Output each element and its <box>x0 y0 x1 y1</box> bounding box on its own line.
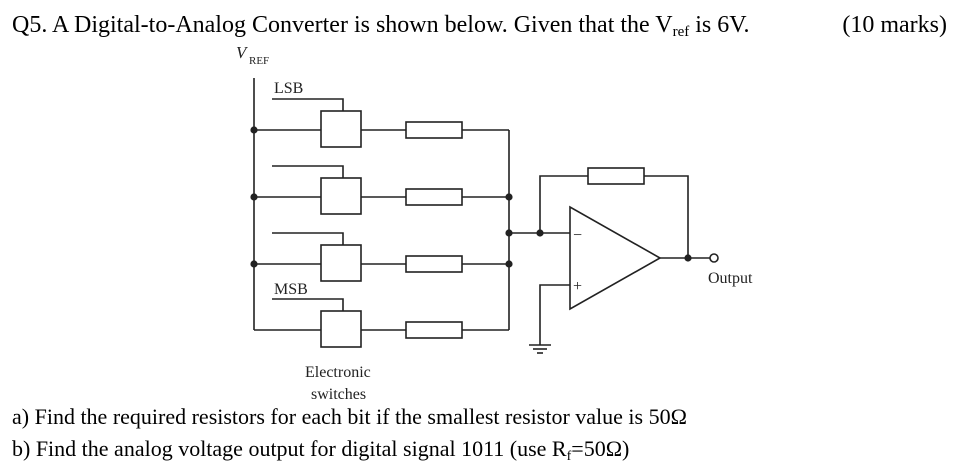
feedback-resistor <box>587 167 645 185</box>
feedback-wire-left <box>539 175 588 233</box>
output-terminal <box>709 253 719 263</box>
electronic-switch-2 <box>320 177 362 215</box>
opamp-inverting-sign: − <box>573 227 582 244</box>
switches-label-line2: switches <box>311 386 366 403</box>
switches-label-line1: Electronic <box>305 364 371 381</box>
op-amp <box>569 205 662 311</box>
marks-label: (10 marks) <box>842 12 947 38</box>
junction-dots <box>250 126 692 268</box>
resistor-2 <box>405 188 463 206</box>
control-line-2 <box>272 165 344 178</box>
vref-subscript: ref <box>672 24 690 40</box>
part-b-text-main: b) Find the analog voltage output for di… <box>12 436 567 461</box>
question-text: Q5. A Digital-to-Analog Converter is sho… <box>12 12 749 41</box>
electronic-switch-3 <box>320 244 362 282</box>
lsb-label: LSB <box>274 80 303 97</box>
resistor-4 <box>405 321 463 339</box>
part-b-text: b) Find the analog voltage output for di… <box>12 436 629 465</box>
vref-label: V <box>236 43 249 62</box>
electronic-switch-4 <box>320 310 362 348</box>
ground-wire <box>539 284 570 345</box>
resistor-3 <box>405 255 463 273</box>
output-label: Output <box>708 270 753 287</box>
question-text-suffix: is 6V. <box>689 12 750 38</box>
feedback-wire-right <box>644 175 689 258</box>
control-line-4 <box>272 298 344 311</box>
rf-subscript: f <box>566 449 572 464</box>
control-line-3 <box>272 232 344 245</box>
question-text-main: Q5. A Digital-to-Analog Converter is sho… <box>12 12 673 38</box>
part-b-text-suffix: =50Ω) <box>571 436 630 461</box>
resistor-1 <box>405 121 463 139</box>
vref-label-subscript: REF <box>249 55 269 67</box>
electronic-switch-1 <box>320 110 362 148</box>
opamp-noninverting-sign: + <box>573 278 582 295</box>
msb-label: MSB <box>274 281 308 298</box>
control-line-1 <box>272 98 344 111</box>
part-a-text: a) Find the required resistors for each … <box>12 404 687 429</box>
